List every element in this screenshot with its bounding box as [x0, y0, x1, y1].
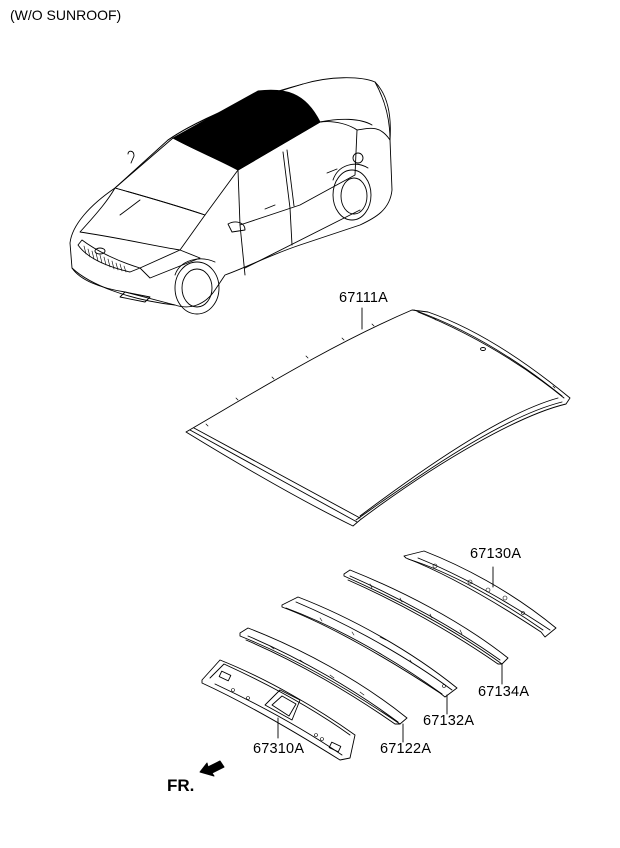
part-label-67111A[interactable]: 67111A [339, 290, 389, 306]
variant-note: (W/O SUNROOF) [10, 7, 122, 23]
rail-67122A-drawing [239, 627, 408, 743]
front-arrow-icon [199, 760, 225, 777]
part-label-67122A[interactable]: 67122A [380, 741, 432, 757]
rail-67134A-drawing [343, 569, 509, 685]
rail-67132A-drawing [281, 596, 458, 715]
part-label-67310A[interactable]: 67310A [253, 741, 305, 757]
part-label-67130A[interactable]: 67130A [470, 546, 522, 562]
car-illustration [69, 77, 393, 315]
roof-panel-drawing [185, 307, 571, 527]
rail-67310A-drawing [201, 659, 356, 761]
front-direction-label: FR. [167, 776, 195, 795]
part-label-67132A[interactable]: 67132A [423, 713, 475, 729]
part-label-67134A[interactable]: 67134A [478, 684, 530, 700]
rail-67130A-drawing [403, 550, 557, 638]
